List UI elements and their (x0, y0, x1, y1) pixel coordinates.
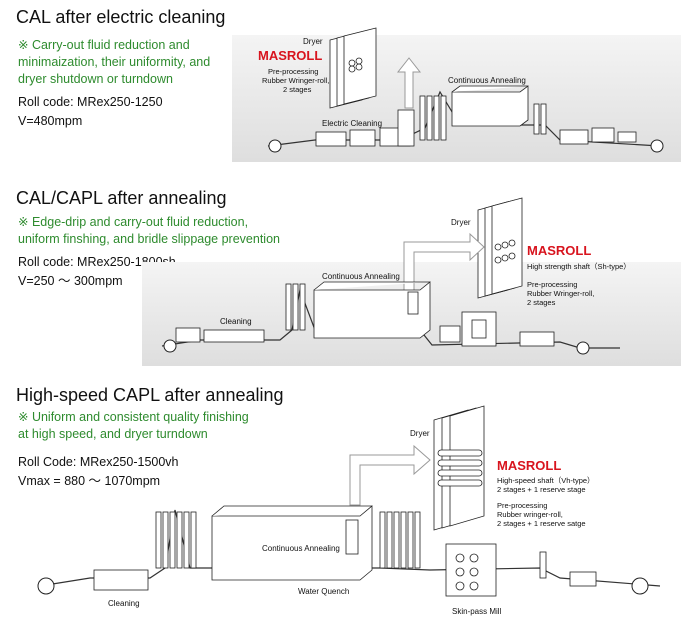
roll-code-line: Roll code: MRex250-1800sh (18, 255, 176, 269)
cleaning-tanks (175, 327, 265, 343)
process-line-diagram: Dryer MASROLL High-speed shaft（Vh-type） … (37, 405, 661, 616)
note-line: minimaization, their uniformity, and (18, 55, 211, 69)
dryer-label: Dryer (410, 429, 430, 438)
dryer-label: Dryer (451, 218, 471, 227)
shaft-label: High strength shaft（Sh-type） (527, 262, 631, 271)
section-title: High-speed CAPL after annealing (16, 385, 284, 405)
speed-line: V=480mpm (18, 114, 83, 128)
note-line: ※ Uniform and consistent quality finishi… (18, 410, 249, 424)
uncoiler (37, 577, 55, 595)
stages-label: 2 stages (527, 298, 556, 307)
speed-line: Vmax = 880 ～ 1070mpm (18, 474, 161, 488)
dryer-unit (433, 405, 485, 531)
shaft-stages-label: 2 stages + 1 reserve stage (497, 485, 586, 494)
note-line: at high speed, and dryer turndown (18, 427, 208, 441)
stages-label: 2 stages (283, 85, 312, 94)
skin-pass-mill-label: Skin-pass Mill (452, 607, 502, 616)
dryer-unit (329, 27, 377, 109)
looper (285, 283, 306, 331)
electric-cleaning-label: Electric Cleaning (322, 119, 382, 128)
flow-arrow (349, 444, 431, 506)
section-title: CAL/CAPL after annealing (16, 188, 227, 208)
roll-code-line: Roll code: MRex250-1250 (18, 95, 163, 109)
wringer-roll-label: Rubber Wringer-roll, (527, 289, 594, 298)
looper (419, 95, 447, 141)
annealing-furnace (313, 281, 431, 339)
flow-arrow (396, 57, 422, 109)
recoiler (650, 139, 664, 153)
section-high-speed-capl: High-speed CAPL after annealing ※ Unifor… (0, 380, 681, 632)
speed-line: V=250 ～ 300mpm (18, 274, 123, 288)
exit-section (539, 551, 597, 587)
roll-code: Roll Code: MRex250-1500vh Vmax = 880 ～ 1… (18, 453, 179, 491)
dryer-label: Dryer (303, 37, 323, 46)
annealing-furnace (211, 505, 373, 581)
flow-arrow (403, 232, 485, 293)
roll-code-line: Roll Code: MRex250-1500vh (18, 455, 179, 469)
entry-looper (155, 511, 197, 569)
continuous-annealing-label: Continuous Annealing (448, 76, 526, 85)
note-line: ※ Carry-out fluid reduction and (18, 38, 190, 52)
wringer-roll-label: Rubber wringer-roll, (497, 510, 563, 519)
skin-pass-mill (445, 543, 497, 597)
note-line: uniform finshing, and bridle slippage pr… (18, 232, 280, 246)
shaft-label: High-speed shaft（Vh-type） (497, 476, 595, 485)
cleaning-tanks (93, 569, 149, 591)
water-quench-label: Water Quench (298, 587, 349, 596)
preprocessing-label: Pre-processing (268, 67, 318, 76)
process-line-diagram: Dryer MASROLL Pre-processing Rubber Wrin… (258, 27, 664, 153)
cleaning-label: Cleaning (108, 599, 140, 608)
roll-code: Roll code: MRex250-1800sh V=250 ～ 300mpm (18, 253, 176, 291)
wringer-roll-label: Rubber Wringer-roll, (262, 76, 329, 85)
recoiler (576, 341, 590, 355)
section-cal-capl-annealing: CAL/CAPL after annealing ※ Edge-drip and… (0, 180, 681, 370)
section-note: ※ Edge-drip and carry-out fluid reductio… (18, 214, 280, 248)
stages-label: 2 stages + 1 reserve satge (497, 519, 586, 528)
exit-section (439, 311, 555, 347)
preprocessing-label: Pre-processing (497, 501, 547, 510)
process-line-diagram: Dryer MASROLL High strength shaft（Sh-typ… (161, 197, 631, 355)
dryer-unit (477, 197, 523, 299)
roll-code: Roll code: MRex250-1250 V=480mpm (18, 93, 163, 131)
section-note: ※ Uniform and consistent quality finishi… (18, 409, 249, 443)
section-note: ※ Carry-out fluid reduction and minimaiz… (18, 37, 210, 88)
uncoiler (163, 339, 177, 353)
recoiler (631, 577, 649, 595)
exit-section (533, 103, 637, 145)
continuous-annealing-label: Continuous Annealing (322, 272, 400, 281)
preprocessing-label: Pre-processing (527, 280, 577, 289)
masroll-logo: MASROLL (527, 243, 591, 258)
note-line: ※ Edge-drip and carry-out fluid reductio… (18, 215, 249, 229)
section-title: CAL after electric cleaning (16, 7, 226, 27)
masroll-logo: MASROLL (497, 458, 561, 473)
electric-cleaning-tanks (315, 109, 415, 147)
note-line: dryer shutdown or turndown (18, 72, 173, 86)
uncoiler (268, 139, 282, 153)
continuous-annealing-label: Continuous Annealing (262, 544, 340, 553)
section-cal-electric-cleaning: CAL after electric cleaning ※ Carry-out … (0, 0, 681, 170)
masroll-logo: MASROLL (258, 48, 322, 63)
annealing-furnace (451, 85, 529, 127)
exit-looper (379, 511, 421, 569)
cleaning-label: Cleaning (220, 317, 252, 326)
